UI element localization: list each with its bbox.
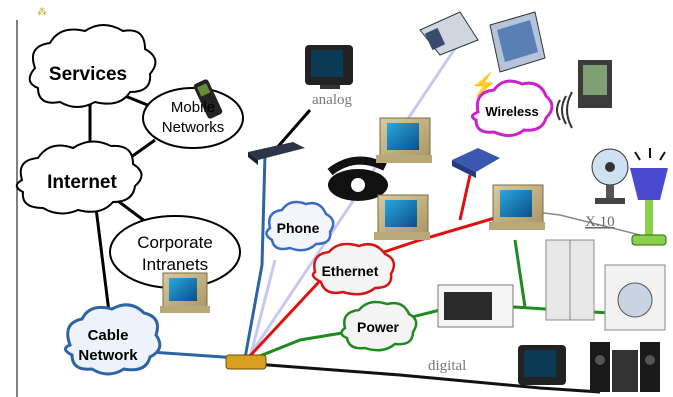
cloud-label-services: Services	[49, 64, 127, 85]
tablet-display-icon	[489, 11, 546, 73]
telephone-icon	[419, 11, 479, 56]
cloud-internet	[15, 140, 143, 215]
cloud-label-wireless: Wireless	[485, 104, 538, 119]
cable-hub-icon	[225, 354, 267, 370]
television-icon	[305, 45, 353, 89]
label-x10: X.10	[585, 214, 615, 230]
digital-line	[254, 362, 601, 394]
desktop-computer-icon	[160, 272, 210, 313]
microwave-icon	[437, 284, 514, 328]
cloud-label-corporate-2: Intranets	[142, 255, 208, 274]
cloud-mobile-networks	[142, 87, 244, 149]
cloud-label-corporate-1: Corporate	[137, 233, 213, 252]
desktop-computer-icon	[374, 194, 430, 240]
cloud-label-power: Power	[357, 319, 400, 335]
cloud-label-mobile-1: Mobile	[171, 99, 215, 116]
cloud-label-ethernet: Ethernet	[322, 263, 379, 279]
set-top-box-icon	[248, 142, 305, 165]
cloud-label-mobile-2: Networks	[162, 119, 225, 136]
signal-waves-icon	[556, 91, 573, 129]
mobile-phone-icon	[193, 79, 223, 119]
router-icon	[452, 148, 500, 178]
washing-machine-icon	[604, 264, 666, 331]
cloud-services	[28, 24, 157, 108]
cloud-label-cable-2: Network	[78, 347, 138, 364]
lamp-icon	[630, 148, 668, 246]
cloud-label-phone: Phone	[277, 220, 320, 236]
desk-phone-icon	[327, 156, 388, 201]
corner-mark-icon: ⁂	[37, 7, 47, 18]
label-analog: analog	[312, 92, 352, 108]
cloud-cable-network	[64, 303, 162, 376]
cloud-label-internet: Internet	[47, 172, 117, 193]
signal-bolt-icon: ⚡	[470, 72, 497, 98]
stereo-icon	[590, 342, 660, 392]
cloud-phone	[265, 200, 335, 252]
cloud-ethernet	[311, 242, 396, 296]
television-icon	[518, 345, 566, 385]
desktop-computer-icon	[489, 184, 545, 230]
label-digital: digital	[428, 358, 466, 374]
desktop-computer-icon	[376, 117, 432, 163]
refrigerator-icon	[545, 239, 595, 321]
cloud-power	[340, 300, 418, 352]
pda-icon	[578, 60, 612, 108]
fan-icon	[591, 148, 629, 204]
cable-line	[149, 154, 267, 360]
cloud-wireless	[471, 79, 554, 137]
cloud-label-cable-1: Cable	[88, 327, 129, 344]
